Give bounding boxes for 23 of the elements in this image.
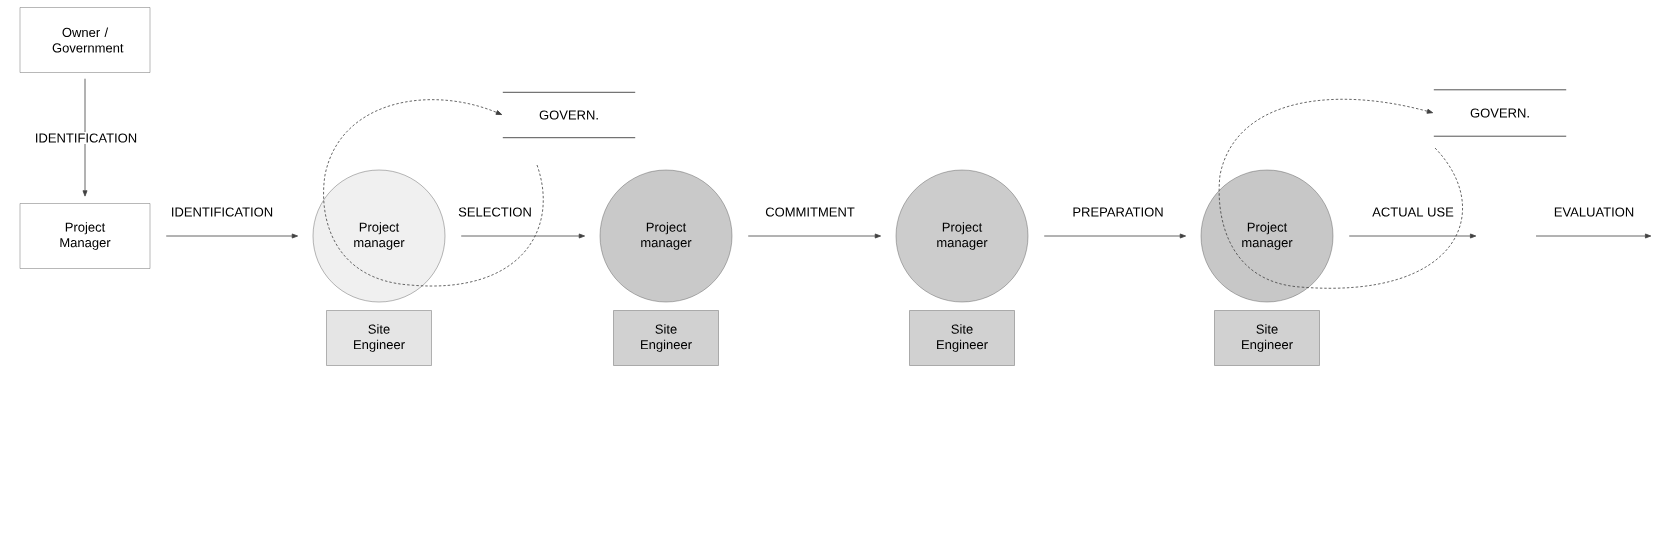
data-store: GOVERN. xyxy=(502,91,636,139)
engineer-box: Site Engineer xyxy=(613,310,719,366)
arrow xyxy=(460,233,585,239)
arrow xyxy=(747,233,881,239)
engineer-box: Site Engineer xyxy=(326,310,432,366)
engineer-box: Site Engineer xyxy=(909,310,1015,366)
arrow xyxy=(1348,233,1477,239)
edge-label: PREPARATION xyxy=(1070,205,1166,219)
edge-label: ACTUAL USE xyxy=(1370,205,1456,219)
dashed-arrow xyxy=(1218,99,1463,289)
owner-box: Owner / Government xyxy=(19,7,151,73)
arrow xyxy=(165,233,298,239)
arrow-label: EVALUATION xyxy=(1554,207,1634,217)
arrow xyxy=(82,78,88,197)
engineer-box: Site Engineer xyxy=(1214,310,1320,366)
arrow xyxy=(1043,233,1186,239)
manager-box: Project Manager xyxy=(19,203,151,269)
data-store: GOVERN. xyxy=(1433,89,1567,137)
edge-label: SELECTION xyxy=(456,205,534,219)
dashed-arrow xyxy=(323,99,544,287)
edge-label: IDENTIFICATION xyxy=(169,205,275,219)
edge-label: IDENTIFICATION xyxy=(33,131,139,145)
edge-label: COMMITMENT xyxy=(763,205,857,219)
